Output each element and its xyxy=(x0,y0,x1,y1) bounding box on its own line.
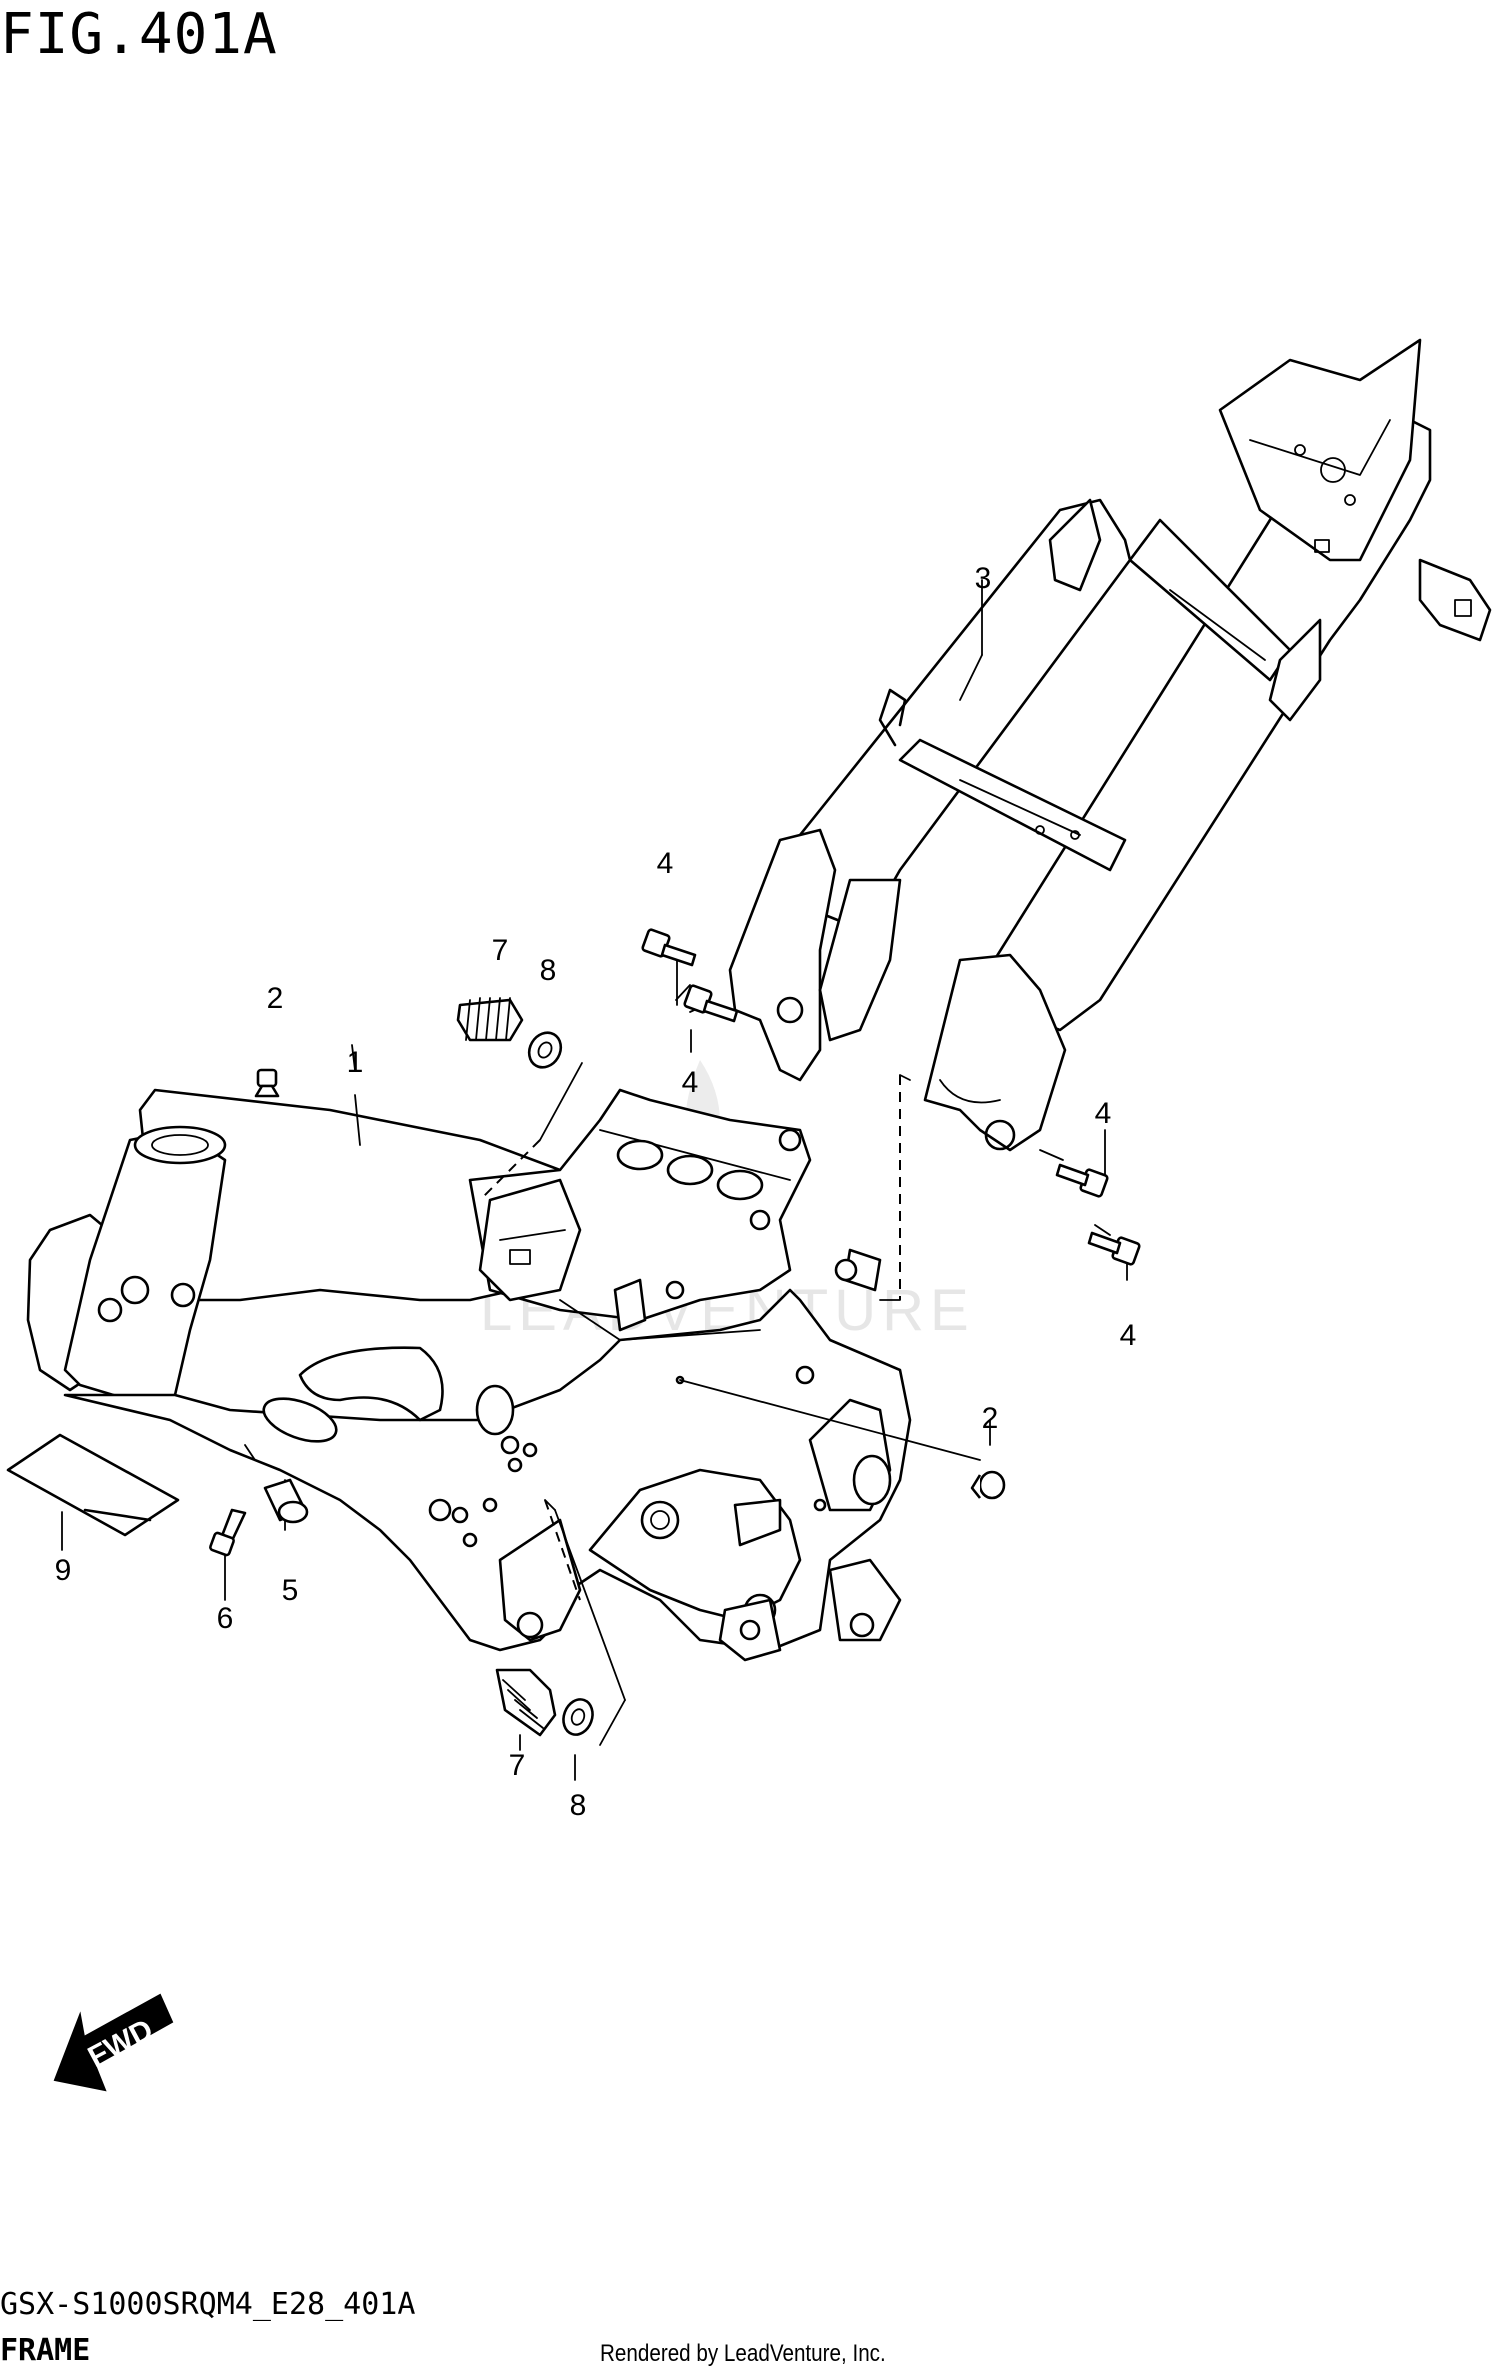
callout-6: 6 xyxy=(217,1602,234,1635)
bolt-small xyxy=(209,1508,247,1557)
callout-1: 1 xyxy=(347,1046,364,1079)
render-credit: Rendered by LeadVenture, Inc. xyxy=(600,2340,886,2367)
washer-lower xyxy=(562,1698,594,1736)
callout-5: 5 xyxy=(282,1574,299,1607)
bolt-upper-left-b xyxy=(683,984,739,1023)
main-frame xyxy=(26,1088,912,1662)
callout-2-lower: 2 xyxy=(982,1402,999,1435)
callout-7-lower: 7 xyxy=(509,1749,526,1782)
washer-upper xyxy=(527,1031,563,1069)
callout-4-upper-b: 4 xyxy=(682,1066,699,1099)
callout-4-right-a: 4 xyxy=(1095,1097,1112,1130)
plug-upper xyxy=(254,1068,280,1098)
callout-9: 9 xyxy=(55,1554,72,1587)
cap xyxy=(263,1478,309,1524)
seat-rail xyxy=(728,338,1492,1152)
callout-4-right-b: 4 xyxy=(1120,1319,1137,1352)
spring-upper xyxy=(456,997,524,1042)
callout-2-upper: 2 xyxy=(267,982,284,1015)
callout-4-upper-a: 4 xyxy=(657,847,674,880)
callout-7-upper: 7 xyxy=(492,934,509,967)
leader-lines xyxy=(61,579,1128,1781)
fwd-arrow-icon: FWD xyxy=(53,1993,174,2092)
callout-8-lower: 8 xyxy=(570,1789,587,1822)
callout-8-upper: 8 xyxy=(540,954,557,987)
diagram-caption: FRAME xyxy=(0,2333,91,2368)
plug-lower xyxy=(970,1470,1006,1500)
callout-3: 3 xyxy=(975,562,992,595)
figure-title: FIG.401A xyxy=(0,2,278,67)
label-plate xyxy=(6,1433,180,1537)
spring-lower xyxy=(495,1668,557,1737)
bolt-upper-left-a xyxy=(641,928,697,967)
diagram-code: GSX-S1000SRQM4_E28_401A xyxy=(0,2287,416,2322)
bolt-right-b xyxy=(1087,1231,1141,1266)
bolt-right-a xyxy=(1055,1163,1109,1198)
